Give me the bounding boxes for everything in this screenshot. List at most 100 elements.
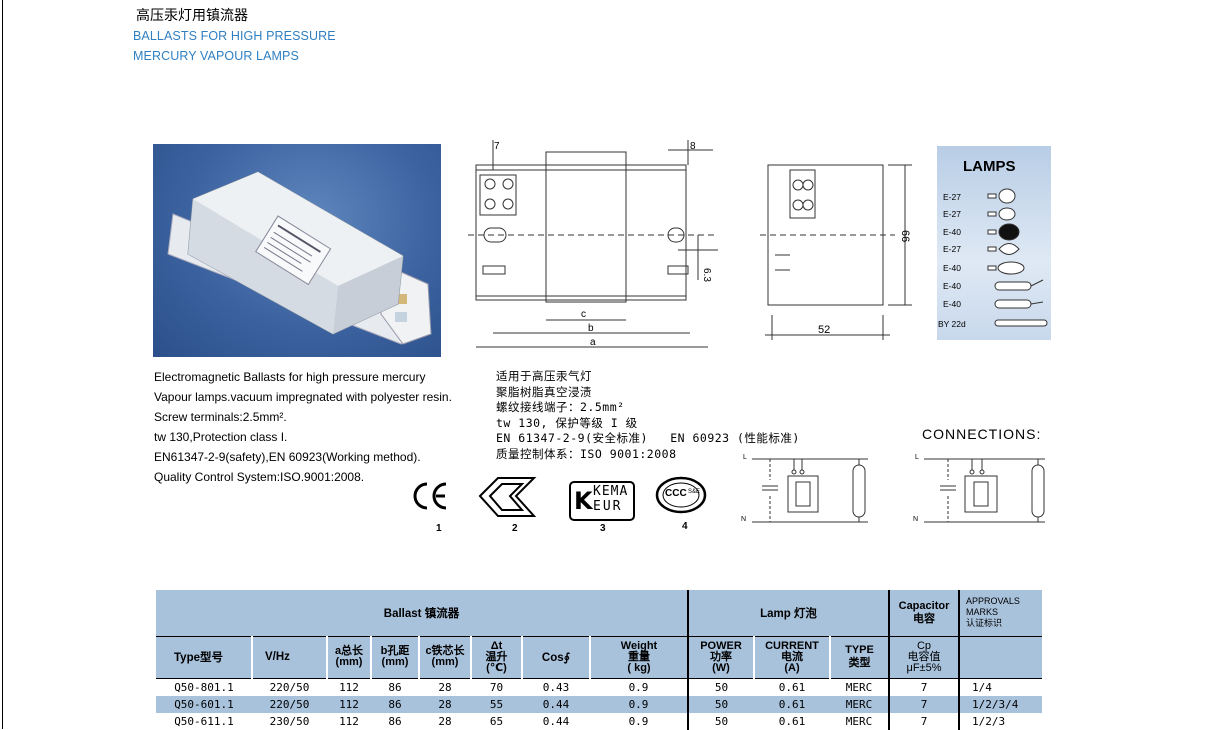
cell-cos: 0.44 xyxy=(522,695,590,713)
group-header-ballast: Ballast 镇流器 xyxy=(156,590,689,637)
cell-current: 0.61 xyxy=(754,695,830,713)
cell-vhz: 220/50 xyxy=(269,680,310,694)
connection-diagram-2: L N xyxy=(910,450,1060,535)
cell-b: 86 xyxy=(371,695,419,713)
connections-title: CONNECTIONS: xyxy=(922,426,1042,442)
cell-a: 112 xyxy=(339,714,359,728)
lamps-list: E-27 E-27 E-40 E-27 E-40 E-40 E-40 BY 22… xyxy=(938,186,1053,336)
cell-lamptype: MERC xyxy=(830,695,890,713)
lamp-code: E-27 xyxy=(943,244,961,254)
lamp-code: E-27 xyxy=(943,209,961,219)
dim-label-7: 7 xyxy=(494,141,500,152)
dim-label-52: 52 xyxy=(818,324,830,336)
col-header-vhz: V/Hz xyxy=(252,636,328,679)
ccc-sub-text: S&E xyxy=(688,489,701,495)
cell-dt: 55 xyxy=(471,695,522,713)
mark-number: 3 xyxy=(600,523,606,534)
cell-cos: 0.44 xyxy=(542,714,570,728)
description-cn-line: 聚脂树脂真空浸渍 xyxy=(496,384,592,399)
cell-weight: 0.9 xyxy=(590,695,689,713)
lamp-code: E-40 xyxy=(943,281,961,291)
cell-lamptype: MERC xyxy=(830,712,890,730)
cell-approvals: 1/4 xyxy=(972,680,992,694)
product-photo xyxy=(153,144,441,357)
connection-diagram-1: L N xyxy=(738,450,888,535)
dim-label-b: b xyxy=(588,323,594,334)
kema-letter-k: K xyxy=(574,487,593,515)
line-label: L xyxy=(915,454,919,461)
ccc-text: CCC xyxy=(665,488,687,499)
lamp-code: E-40 xyxy=(943,227,961,237)
dimension-drawing-side: 52 66 xyxy=(760,155,920,350)
cell-dt: 65 xyxy=(489,714,504,728)
kema-keur-mark-icon: K KEMA EUR xyxy=(569,481,635,521)
col-header-cp: Cp 电容值 μF±5% xyxy=(889,636,960,679)
cell-power: 50 xyxy=(688,695,754,713)
cell-b: 86 xyxy=(388,680,402,694)
table-row: Q50-601.1 220/50 112 86 28 55 0.44 0.9 5… xyxy=(156,695,1042,713)
cell-vhz: 220/50 xyxy=(252,695,327,713)
group-header-approvals: APPROVALS MARKS 认证标识 xyxy=(959,590,1042,637)
col-header-current: CURRENT 电流 (A) xyxy=(754,636,831,679)
mark-number: 2 xyxy=(512,523,518,534)
cell-c: 28 xyxy=(419,695,471,713)
cell-cp: 7 xyxy=(889,712,960,730)
lamp-code: BY 22d xyxy=(938,319,966,329)
description-en-line: Quality Control System:ISO.9001:2008. xyxy=(154,470,365,484)
cell-type: Q50-801.1 xyxy=(174,680,234,694)
keur-text: EUR xyxy=(593,499,623,514)
enec-mark-icon xyxy=(476,476,538,523)
col-header-c: c铁芯长 (mm) xyxy=(419,636,472,679)
col-header-a: a总长 (mm) xyxy=(327,636,372,679)
description-cn-line: 螺纹接线端子：2.5mm² xyxy=(496,400,625,414)
cell-c: 28 xyxy=(438,714,452,728)
col-header-b: b孔距 (mm) xyxy=(371,636,420,679)
cell-type: Q50-601.1 xyxy=(156,695,252,713)
col-header-power: POWER 功率 (W) xyxy=(688,636,755,679)
cell-cp: 7 xyxy=(889,695,960,713)
cell-vhz: 230/50 xyxy=(269,714,310,728)
dim-label-c: c xyxy=(581,309,586,320)
mark-number: 1 xyxy=(436,523,442,534)
cell-a: 112 xyxy=(339,680,359,694)
description-cn-line: 适用于高压汞气灯 xyxy=(496,369,592,383)
description-cn-line: 质量控制体系：ISO 9001:2008 xyxy=(496,446,677,461)
col-header-weight: Weight 重量 ( kg) xyxy=(590,636,689,679)
cell-current: 0.61 xyxy=(778,680,806,694)
ce-mark-icon xyxy=(410,478,450,519)
spec-table: Ballast 镇流器 Lamp 灯泡 Capacitor 电容 APPROVA… xyxy=(156,590,1042,730)
lamp-code: E-27 xyxy=(943,192,961,202)
page-title-en-line2: MERCURY VAPOUR LAMPS xyxy=(133,49,299,63)
col-header-cos: Cos∮ xyxy=(522,636,591,679)
dim-label-66: 66 xyxy=(899,230,911,242)
cell-a: 112 xyxy=(327,695,371,713)
cell-weight: 0.9 xyxy=(590,678,689,696)
description-en-line: Screw terminals:2.5mm². xyxy=(154,410,287,424)
cell-weight: 0.9 xyxy=(590,712,689,730)
cell-type: Q50-611.1 xyxy=(174,714,234,728)
dim-label-hole: 6.3 xyxy=(701,268,712,282)
col-header-approvals xyxy=(959,636,1042,679)
group-header-capacitor: Capacitor 电容 xyxy=(889,590,960,637)
cell-approvals: 1/2/3/4 xyxy=(959,695,1042,713)
cell-current: 0.61 xyxy=(778,714,806,728)
col-header-type: Type型号 xyxy=(156,636,253,679)
page-title-en-line1: BALLASTS FOR HIGH PRESSURE xyxy=(133,29,336,43)
cell-dt: 70 xyxy=(489,680,504,694)
description-cn: 适用于高压汞气灯 聚脂树脂真空浸渍 螺纹接线端子：2.5mm² tw 130, … xyxy=(496,369,800,462)
ccc-mark-icon: CCC S&E xyxy=(655,476,707,514)
description-cn-line: tw 130, 保护等级 I 级 xyxy=(496,415,638,430)
lamp-code: E-40 xyxy=(943,299,961,309)
description-en-line: EN61347-2-9(safety),EN 60923(Working met… xyxy=(154,450,421,464)
dimension-drawing-front: 7 8 c b a 6.3 xyxy=(468,140,718,360)
neutral-label: N xyxy=(913,516,919,523)
description-en-line: Electromagnetic Ballasts for high pressu… xyxy=(154,370,426,384)
cell-cp: 7 xyxy=(889,678,960,696)
dim-label-8: 8 xyxy=(690,141,696,152)
col-header-lamptype: TYPE 类型 xyxy=(830,636,890,679)
table-row: Q50-611.1 230/50 112 86 28 65 0.44 0.9 5… xyxy=(156,712,1042,730)
lamps-title: LAMPS xyxy=(963,158,1016,175)
cell-b: 86 xyxy=(388,714,402,728)
group-header-lamp: Lamp 灯泡 xyxy=(688,590,890,637)
description-en: Electromagnetic Ballasts for high pressu… xyxy=(154,367,452,487)
